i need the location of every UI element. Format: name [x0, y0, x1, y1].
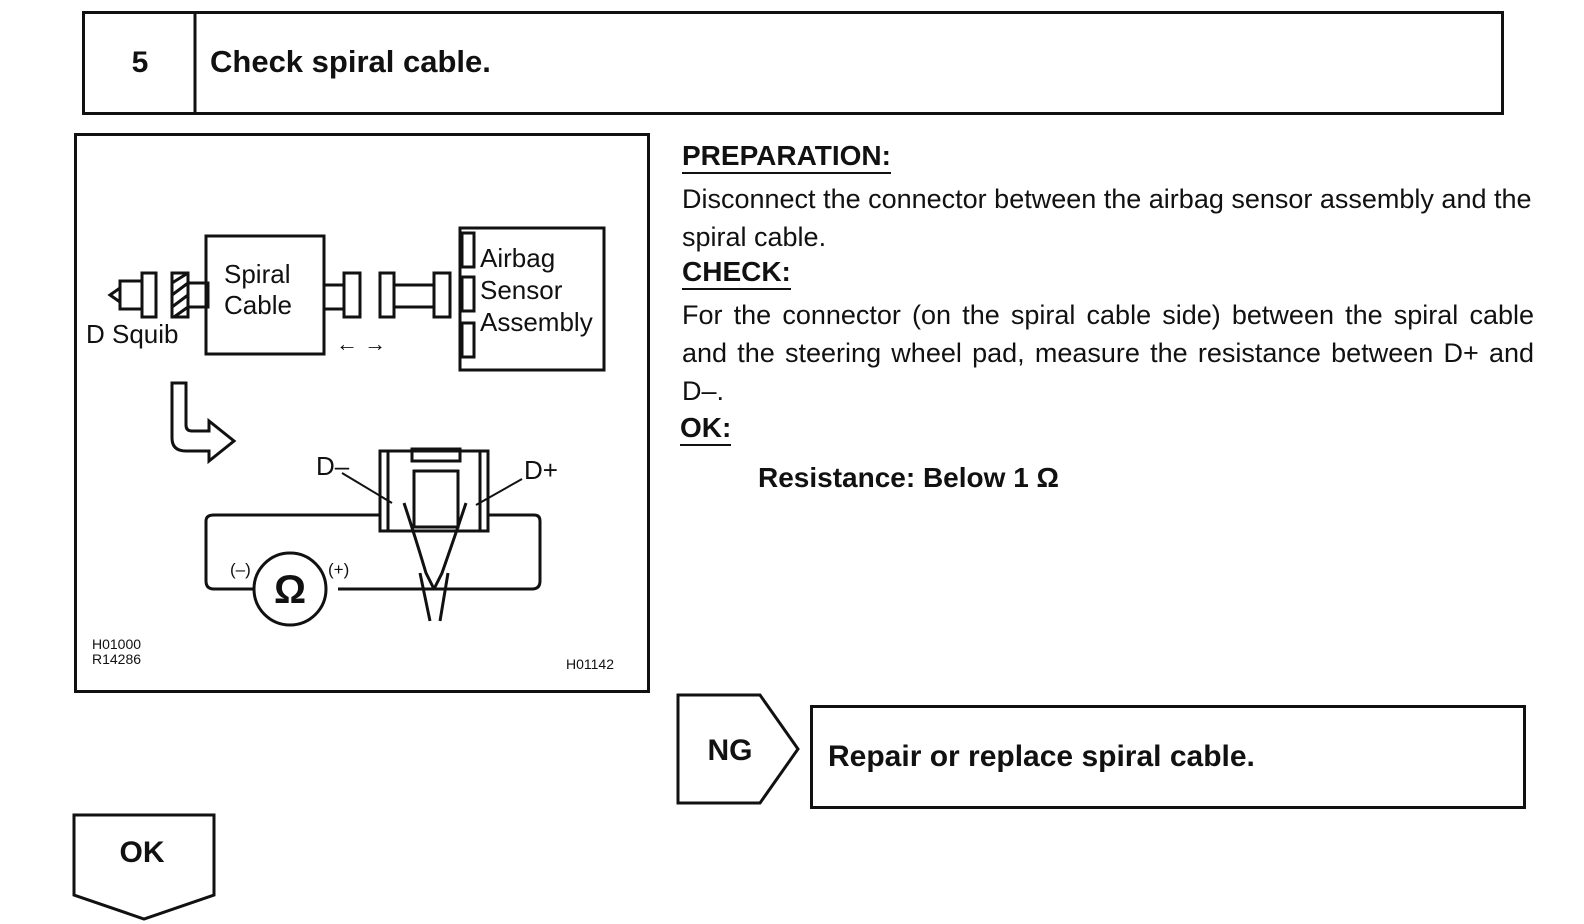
ok-label: OK: — [680, 412, 732, 446]
sensor-label: Sensor — [480, 275, 563, 305]
probe-minus-label: (–) — [230, 560, 251, 579]
ok-result-label: OK — [119, 836, 165, 869]
assembly-label: Assembly — [480, 307, 593, 337]
cable-label: Cable — [224, 290, 292, 320]
middle-connectors — [322, 271, 452, 319]
spiral-label: Spiral — [224, 259, 290, 289]
ohmmeter-icon — [252, 551, 328, 627]
preparation-label: PREPARATION: — [682, 140, 891, 174]
ng-action-box — [810, 705, 1526, 809]
ng-arrow-box — [676, 693, 800, 805]
d-squib-connector — [107, 271, 210, 319]
check-text: For the connector (on the spiral cable s… — [682, 300, 1534, 406]
preparation-text: Disconnect the connector between the air… — [682, 184, 1532, 252]
airbag-sensor-assembly-box — [458, 226, 606, 372]
test-lead-loop — [204, 513, 542, 591]
ng-label: NG — [707, 734, 753, 767]
step-title: Check spiral cable. — [210, 44, 491, 79]
probe-plus-label: (+) — [328, 560, 349, 579]
d-plus-label: D+ — [524, 455, 558, 485]
check-label: CHECK: — [682, 256, 791, 290]
d-squib-label: D Squib — [86, 319, 179, 349]
connection-arrows: ← → — [336, 331, 386, 356]
ok-arrow-box — [72, 813, 216, 921]
diagram-frame — [74, 133, 650, 693]
d-minus-leader — [341, 472, 393, 504]
d-minus-label: D– — [316, 451, 350, 481]
steering-pad-connector — [378, 447, 490, 622]
airbag-label: Airbag — [480, 243, 555, 273]
step-header — [82, 11, 1504, 115]
figure-code-2: R14286 — [92, 651, 141, 667]
step-number: 5 — [131, 46, 149, 79]
figure-code-1: H01000 — [92, 636, 141, 652]
ok-spec: Resistance: Below 1 Ω — [758, 462, 1059, 493]
ng-action-text: Repair or replace spiral cable. — [828, 740, 1255, 773]
ohm-symbol: Ω — [274, 568, 306, 612]
bent-arrow-icon — [170, 381, 237, 465]
d-plus-leader — [475, 478, 523, 506]
wiring-diagram: D Squib Spiral Cable ← → Airbag Sensor A… — [74, 133, 650, 693]
header-frame — [82, 11, 1504, 115]
figure-code-3: H01142 — [566, 656, 614, 672]
